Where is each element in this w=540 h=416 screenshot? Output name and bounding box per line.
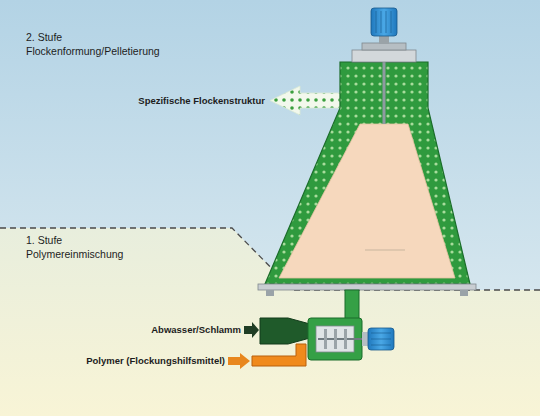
stage-number: 1. Stufe xyxy=(26,233,514,247)
outlet-label: Spezifische Flockenstruktur xyxy=(138,95,265,107)
stage-title: Polymereinmischung xyxy=(26,247,514,261)
stage-number: 2. Stufe xyxy=(26,30,514,44)
stage-band: 2. StufeFlockenformung/Pelletierung xyxy=(0,0,540,228)
stage-band: 1. StufePolymereinmischung xyxy=(0,228,540,416)
stage-title: Flockenformung/Pelletierung xyxy=(26,44,514,58)
inlet-label: Abwasser/Schlamm xyxy=(151,324,241,336)
inlet-label: Polymer (Flockungshilfsmittel) xyxy=(86,355,225,367)
